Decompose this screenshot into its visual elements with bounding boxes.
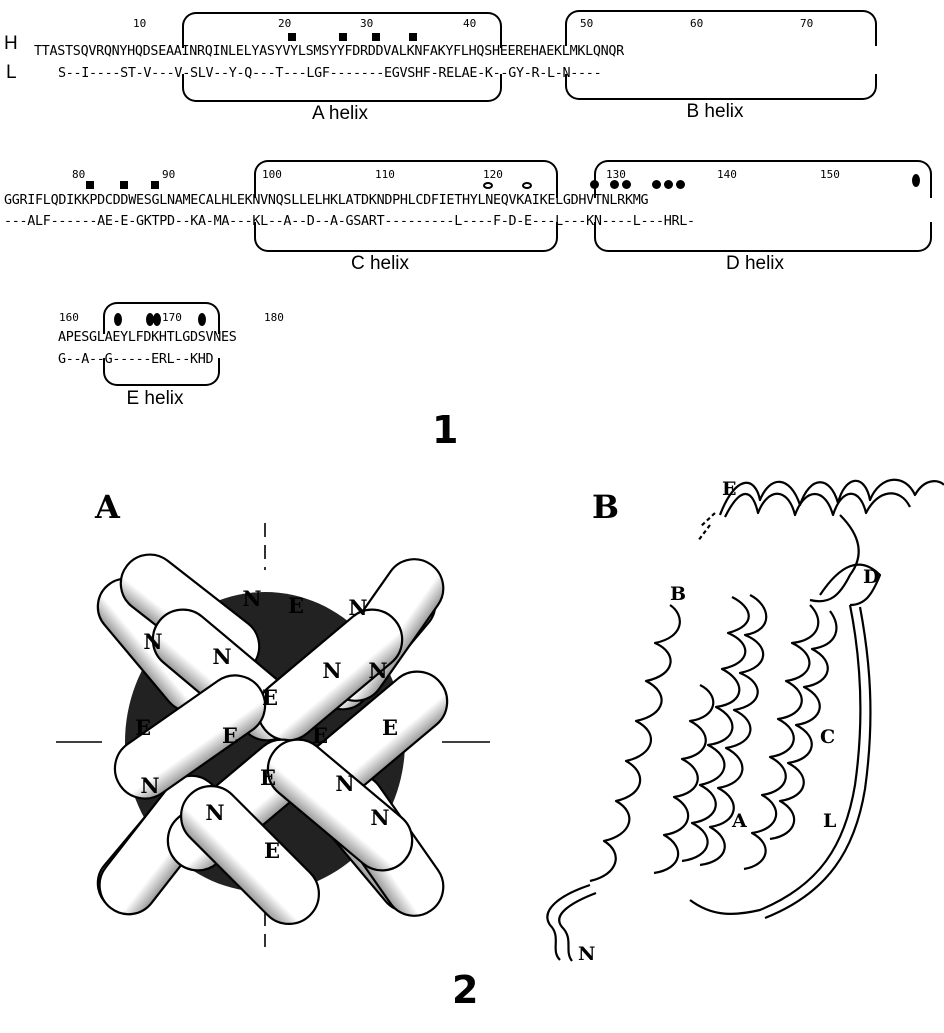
subunit-label-e: E <box>222 723 238 748</box>
contact-dot-marker <box>676 180 685 189</box>
contact-dot-marker <box>590 180 599 189</box>
n-terminus-label: N <box>578 943 595 965</box>
helix-label: C helix <box>325 253 435 275</box>
helix-label: D helix <box>700 253 810 275</box>
row-label-l: L <box>6 62 17 84</box>
residue-number: 10 <box>133 17 146 30</box>
subunit-label-e: E <box>135 715 151 740</box>
contact-oval-marker <box>153 313 161 326</box>
contact-dot-marker <box>664 180 673 189</box>
subunit-label-n: N <box>143 629 162 654</box>
subunit-label-n: N <box>335 771 354 796</box>
subunit-label-e: E <box>382 715 398 740</box>
loop-label-l: L <box>823 810 836 832</box>
subunit-label-n: N <box>322 658 341 683</box>
subunit-label-n: N <box>140 773 159 798</box>
contact-oval-marker <box>198 313 206 326</box>
helix-label-b: B <box>670 583 686 605</box>
subunit-label-n: N <box>212 644 231 669</box>
contact-dot-marker <box>622 180 631 189</box>
residue-number: 160 <box>59 311 79 324</box>
helix-a-ribbon <box>654 685 713 873</box>
contact-oval-marker <box>114 313 122 326</box>
helix-label-c: C <box>820 726 835 748</box>
helix-label-e: E <box>722 478 736 500</box>
helix-a-bracket-top <box>182 12 502 48</box>
h-sequence: TTASTSQVRQNYHQDSEAAINRQINLELYASYVYLSMSYY… <box>34 44 624 60</box>
ribbon-labels: E D B C A L N <box>578 478 879 965</box>
helix-label: A helix <box>285 103 395 125</box>
figure-number: 1 <box>432 408 458 452</box>
subunit-label-e: E <box>312 723 328 748</box>
residue-number: 90 <box>162 168 175 181</box>
figure-number: 2 <box>452 968 478 1012</box>
subunit-label-e: E <box>264 838 280 863</box>
contact-square-marker <box>339 33 347 41</box>
contact-dot-marker <box>610 180 619 189</box>
subunit-label-e: E <box>260 765 276 790</box>
l-sequence: S--I----ST-V---V-SLV--Y-Q---T---LGF-----… <box>58 66 601 82</box>
subunit-label-n: N <box>370 805 389 830</box>
contact-square-marker <box>409 33 417 41</box>
helix-label: E helix <box>100 388 210 410</box>
l-sequence: G--A--G-----ERL--KHD <box>58 352 213 368</box>
contact-square-marker <box>288 33 296 41</box>
subunit-label-e: E <box>288 593 304 618</box>
contact-square-marker <box>372 33 380 41</box>
contact-square-marker <box>151 181 159 189</box>
h-sequence: GGRIFLQDIKKPDCDDWESGLNAMECALHLEKNVNQSLLE… <box>4 193 648 209</box>
subunit-label-n: N <box>368 658 387 683</box>
helix-label: B helix <box>660 101 770 123</box>
residue-number: 80 <box>72 168 85 181</box>
panel-b-ribbon-diagram: E D B C A L N <box>520 455 944 975</box>
subunit-label-n: N <box>348 595 367 620</box>
panel-a-subunit-assembly: N E N N N N N E E E E E E N N N N E <box>40 515 510 955</box>
helix-b-bracket-bottom <box>565 74 877 100</box>
helix-label-d: D <box>863 566 879 588</box>
helix-c-ribbon <box>744 605 818 869</box>
helix-b-bracket-top <box>565 10 877 46</box>
contact-oval-marker <box>912 174 920 187</box>
subunit-label-n: N <box>242 586 261 611</box>
h-sequence: APESGLAEYLFDKHTLGDSVNES <box>58 330 237 346</box>
subunit-label-n: N <box>205 800 224 825</box>
contact-square-marker <box>120 181 128 189</box>
row-label-h: H <box>4 33 18 55</box>
contact-open-marker <box>522 182 532 189</box>
residue-number: 180 <box>264 311 284 324</box>
contact-square-marker <box>86 181 94 189</box>
contact-open-marker <box>483 182 493 189</box>
helix-label-a: A <box>731 810 747 832</box>
subunit-label-e: E <box>262 685 278 710</box>
contact-dot-marker <box>652 180 661 189</box>
l-sequence: ---ALF------AE-E-GKTPD--KA-MA---KL--A--D… <box>4 214 695 230</box>
